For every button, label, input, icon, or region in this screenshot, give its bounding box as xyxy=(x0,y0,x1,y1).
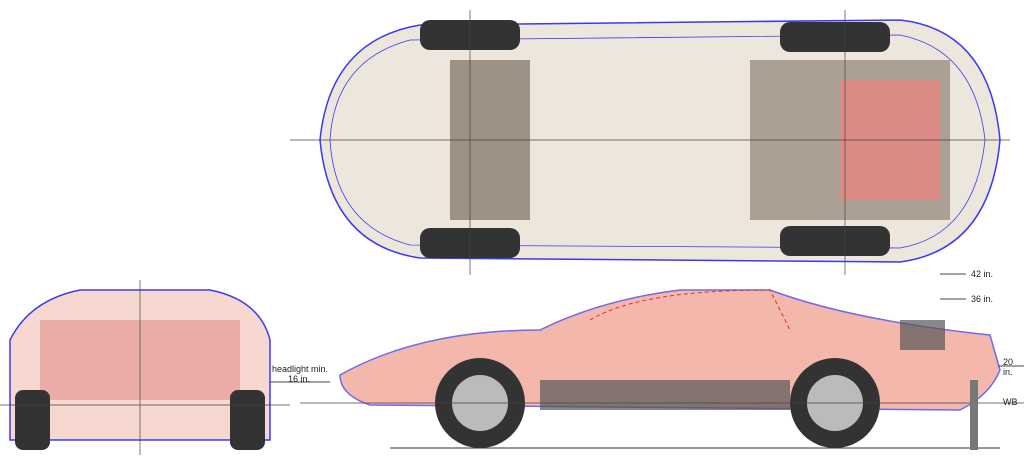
wheelbase-label: WB xyxy=(1003,397,1018,407)
height-36-label: 36 in. xyxy=(971,294,994,304)
rear-left-wheel xyxy=(780,22,890,52)
top-view xyxy=(290,10,1010,275)
headlight-label-line1: headlight min. xyxy=(272,364,329,374)
height-42-label: 42 in. xyxy=(971,269,994,279)
height-20-label: 20 in. xyxy=(1003,357,1014,377)
rear-right-wheel xyxy=(780,226,890,256)
headlight-label-line2: 16 in. xyxy=(288,374,311,384)
front-view xyxy=(0,280,290,455)
side-view xyxy=(300,289,1024,450)
